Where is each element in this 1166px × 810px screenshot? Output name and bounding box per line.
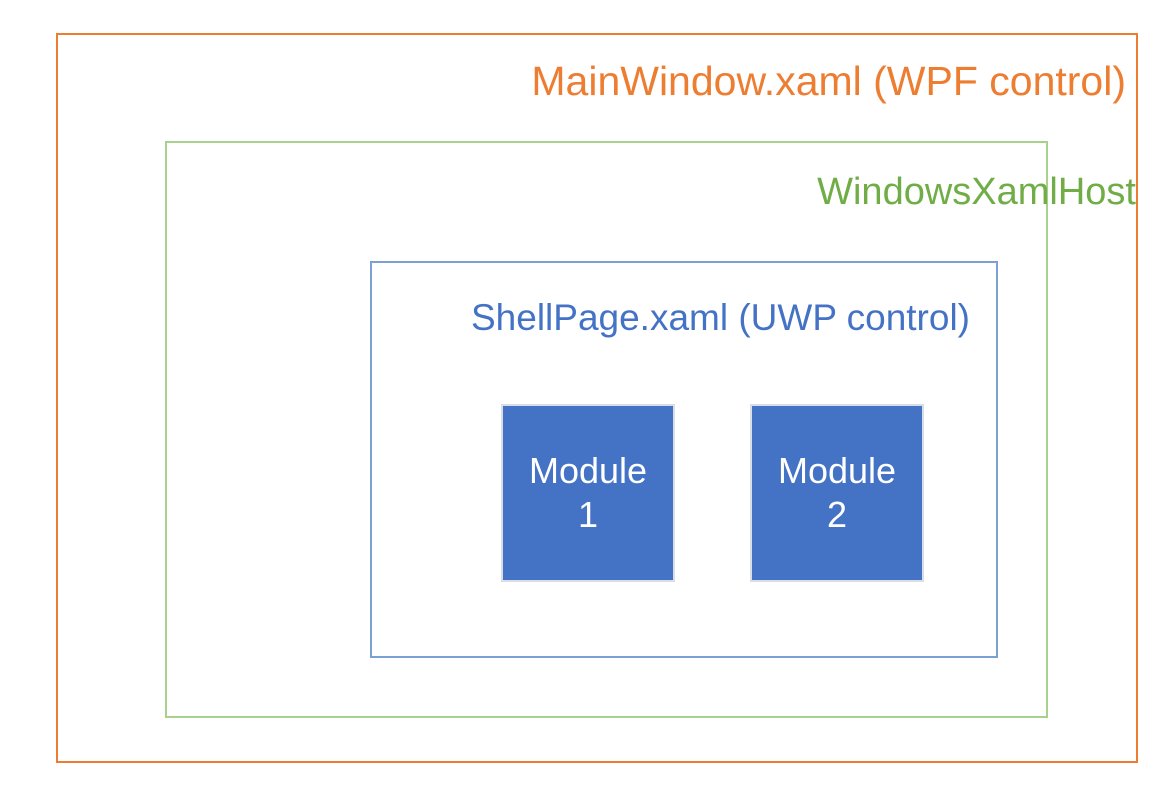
module-2-block: Module 2 [750,404,924,582]
module-2-name: Module [777,450,897,492]
module-1-index: 1 [577,494,599,535]
module-2-index: 2 [826,494,848,535]
module-1-name: Module [528,450,648,492]
mainwindow-label: MainWindow.xaml (WPF control) [531,58,1126,104]
shellpage-label: ShellPage.xaml (UWP control) [471,297,970,338]
module-1-block: Module 1 [501,404,675,582]
windowsxamlhost-label: WindowsXamlHost [817,171,1136,213]
